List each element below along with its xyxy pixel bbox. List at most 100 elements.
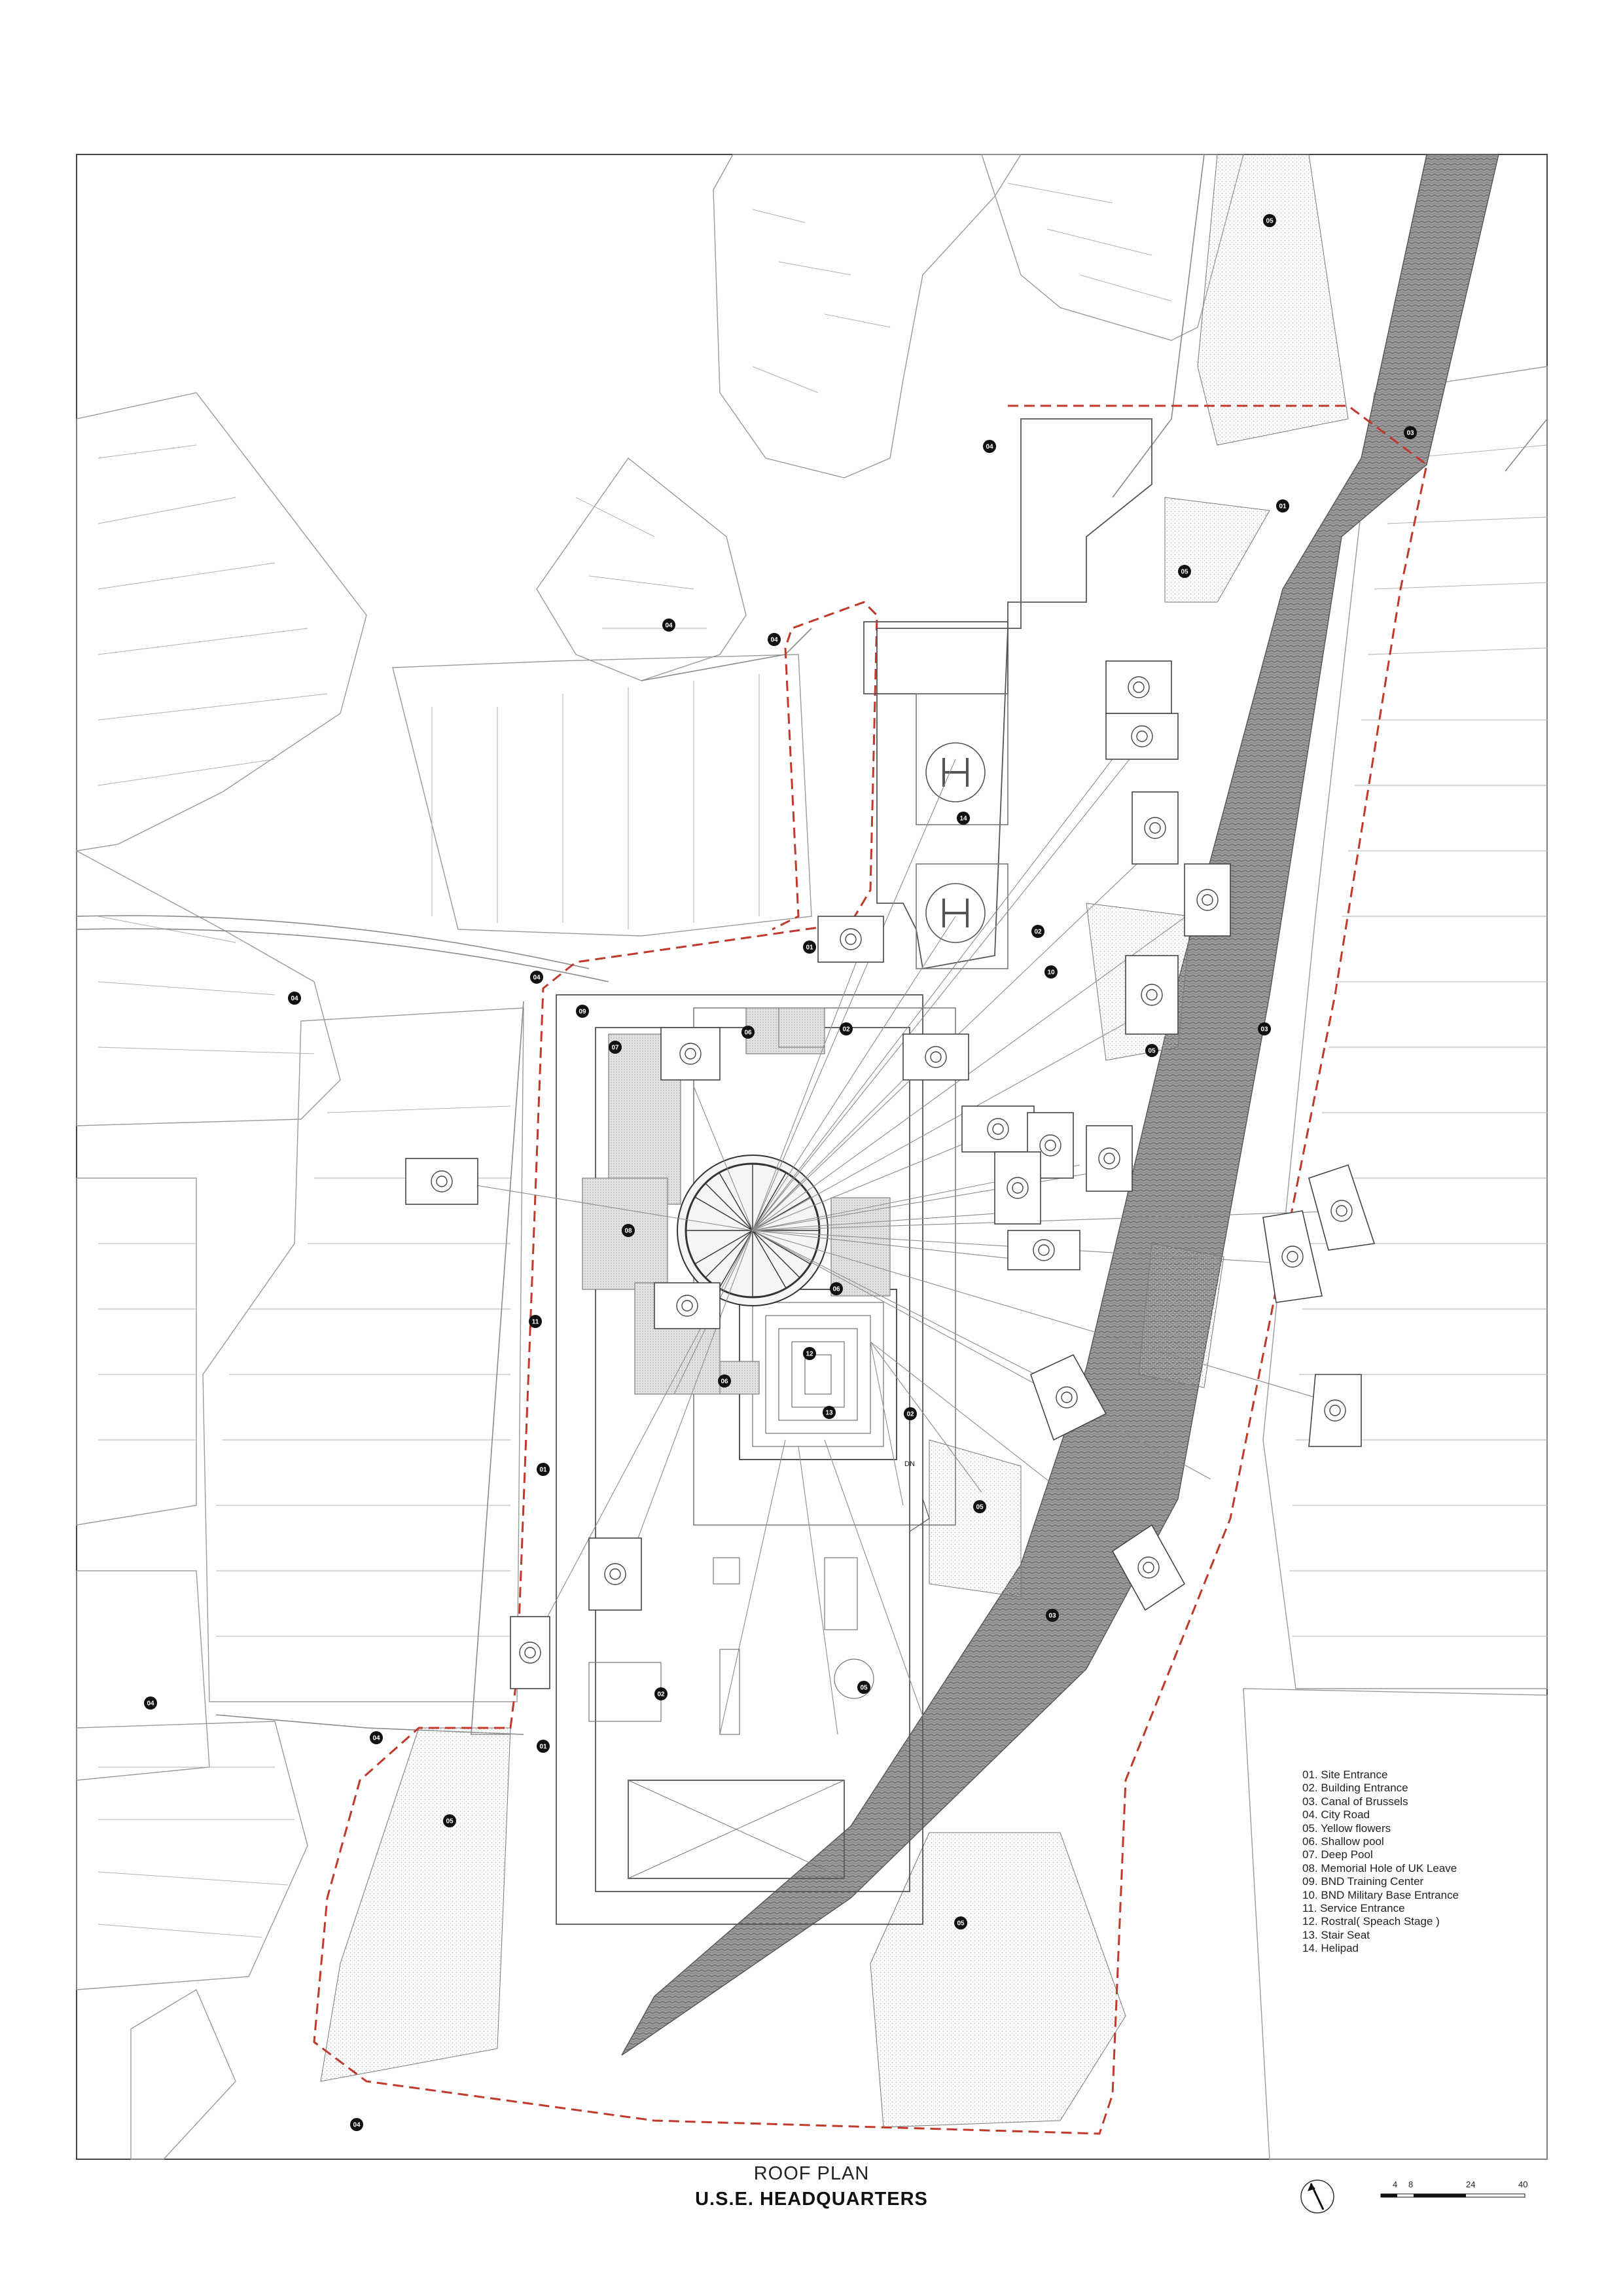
legend-item: 13. Stair Seat xyxy=(1302,1928,1370,1941)
context-buildings xyxy=(76,154,1548,2160)
svg-text:04: 04 xyxy=(533,975,541,982)
callout-tag: 04 xyxy=(662,619,675,632)
svg-text:03: 03 xyxy=(1260,1026,1268,1033)
callout-tag: 02 xyxy=(840,1022,853,1035)
legend-item: 11. Service Entrance xyxy=(1302,1902,1405,1915)
callout-tag: 05 xyxy=(443,1814,456,1827)
svg-text:10: 10 xyxy=(1047,969,1055,977)
legend-item: 04. City Road xyxy=(1302,1808,1370,1821)
svg-text:05: 05 xyxy=(446,1818,454,1825)
svg-text:04: 04 xyxy=(372,1735,380,1742)
svg-text:05: 05 xyxy=(1266,218,1274,225)
project-title: U.S.E. HEADQUARTERS xyxy=(695,2189,928,2210)
callout-tag: 03 xyxy=(1046,1609,1059,1622)
svg-text:01: 01 xyxy=(539,1744,547,1751)
svg-text:06: 06 xyxy=(744,1030,752,1037)
svg-text:09: 09 xyxy=(579,1009,586,1016)
callout-tag: 14 xyxy=(957,812,970,825)
scale-label-4: 4 xyxy=(1393,2179,1398,2189)
svg-text:01: 01 xyxy=(539,1467,547,1474)
legend-item: 01. Site Entrance xyxy=(1302,1768,1388,1781)
sight-lines xyxy=(431,690,1349,1735)
svg-text:05: 05 xyxy=(1148,1048,1156,1055)
svg-text:03: 03 xyxy=(1048,1613,1056,1620)
legend-item: 08. Memorial Hole of UK Leave xyxy=(1302,1861,1457,1874)
svg-text:02: 02 xyxy=(1034,929,1042,936)
scale-bar xyxy=(1380,2193,1525,2198)
callout-tag: 04 xyxy=(530,971,543,984)
svg-text:05: 05 xyxy=(976,1504,984,1511)
callout-tag: 04 xyxy=(768,633,781,646)
legend-item: 12. Rostral( Speach Stage ) xyxy=(1302,1915,1440,1928)
callout-tag: 13 xyxy=(823,1406,836,1419)
callout-tag: 01 xyxy=(1276,499,1289,512)
legend-item: 06. Shallow pool xyxy=(1302,1835,1384,1848)
svg-text:04: 04 xyxy=(770,637,778,644)
callout-tag: 03 xyxy=(1258,1022,1271,1035)
svg-text:14: 14 xyxy=(959,816,967,823)
callout-tag: 01 xyxy=(803,941,816,954)
svg-text:11: 11 xyxy=(532,1319,539,1326)
svg-text:12: 12 xyxy=(806,1351,813,1358)
callout-tag: 06 xyxy=(830,1282,843,1295)
scale-label-8: 8 xyxy=(1408,2179,1414,2189)
callout-tags: 05 03 04 01 05 04 04 14 01 02 10 05 03 04 04 09 07 06 02 08… xyxy=(144,214,1417,2131)
pavilions xyxy=(405,660,1376,1689)
legend-item: 10. BND Military Base Entrance xyxy=(1302,1888,1459,1901)
callout-tag: 05 xyxy=(857,1681,870,1694)
stair-direction-label: DN xyxy=(904,1460,915,1468)
legend-item: 07. Deep Pool xyxy=(1302,1848,1373,1861)
svg-text:07: 07 xyxy=(611,1045,619,1052)
svg-text:04: 04 xyxy=(665,622,673,630)
site-details xyxy=(588,1498,930,1735)
svg-text:02: 02 xyxy=(657,1691,665,1698)
callout-tag: 01 xyxy=(537,1740,550,1753)
svg-text:04: 04 xyxy=(147,1700,154,1708)
callout-tag: 05 xyxy=(1178,565,1191,578)
callout-tag: 05 xyxy=(1145,1044,1158,1057)
legend-item: 14. Helipad xyxy=(1302,1942,1359,1955)
svg-text:02: 02 xyxy=(842,1026,850,1033)
scale-label-40: 40 xyxy=(1518,2179,1528,2189)
svg-text:04: 04 xyxy=(353,2122,361,2129)
context-subdivisions xyxy=(98,183,1548,1938)
svg-text:06: 06 xyxy=(721,1378,728,1386)
callout-tag: 09 xyxy=(576,1005,589,1018)
svg-text:03: 03 xyxy=(1406,430,1414,437)
helipad-area xyxy=(916,693,1008,969)
svg-text:05: 05 xyxy=(957,1920,965,1928)
legend-item: 05. Yellow flowers xyxy=(1302,1821,1391,1835)
callout-tag: 04 xyxy=(350,2118,363,2131)
callout-tag: 12 xyxy=(803,1347,816,1360)
callout-tag: 06 xyxy=(718,1374,731,1388)
north-arrow-icon xyxy=(1300,2179,1334,2214)
title-block: ROOF PLAN U.S.E. HEADQUARTERS xyxy=(0,2163,1623,2210)
callout-tag: 02 xyxy=(654,1687,668,1700)
drawing-title: ROOF PLAN xyxy=(753,2163,870,2184)
scale-label-24: 24 xyxy=(1466,2179,1476,2189)
svg-text:04: 04 xyxy=(986,444,993,451)
callout-tag: 04 xyxy=(983,440,996,453)
callout-tag: 05 xyxy=(954,1916,967,1929)
svg-text:01: 01 xyxy=(1279,503,1287,511)
city-roads xyxy=(76,154,1548,1735)
yellow-flower-fields xyxy=(320,154,1349,2128)
callout-tag: 06 xyxy=(741,1026,755,1039)
legend: 01. Site Entrance 02. Building Entrance … xyxy=(1302,1768,1525,1956)
callout-tag: 07 xyxy=(609,1041,622,1054)
svg-text:08: 08 xyxy=(624,1228,632,1235)
svg-text:13: 13 xyxy=(825,1410,833,1417)
legend-item: 09. BND Training Center xyxy=(1302,1875,1424,1888)
callout-tag: 04 xyxy=(288,992,301,1005)
svg-text:02: 02 xyxy=(906,1411,914,1418)
callout-tag: 08 xyxy=(622,1224,635,1237)
callout-tag: 02 xyxy=(1031,925,1044,938)
svg-text:06: 06 xyxy=(832,1286,840,1293)
callout-tag: 04 xyxy=(370,1731,383,1744)
svg-text:05: 05 xyxy=(860,1685,868,1692)
svg-text:01: 01 xyxy=(806,944,813,952)
callout-tag: 05 xyxy=(973,1500,986,1513)
callout-tag: 02 xyxy=(904,1407,917,1420)
